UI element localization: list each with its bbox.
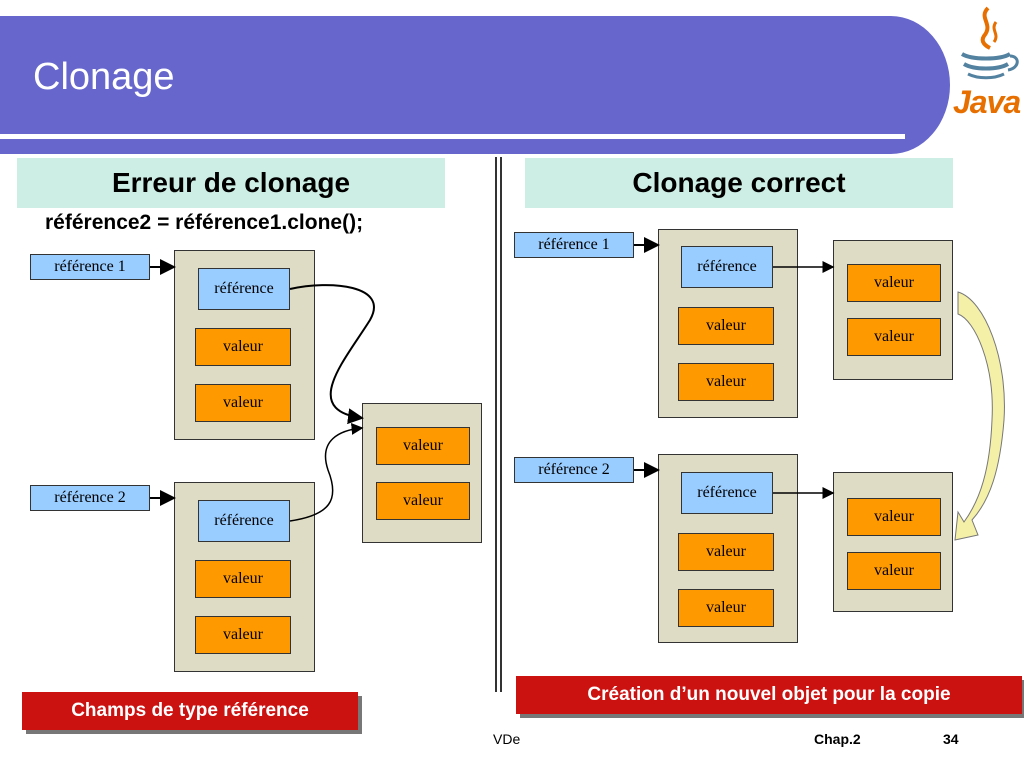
right-obj2-value-1: valeur xyxy=(678,533,774,571)
left-reference-2: référence 2 xyxy=(30,485,150,511)
right-target2-value-1: valeur xyxy=(847,498,941,536)
left-heading: Erreur de clonage xyxy=(17,158,445,208)
java-logo-text: Java xyxy=(953,84,1021,120)
copy-curve-arrow xyxy=(954,291,1005,541)
left-obj1-value-2: valeur xyxy=(195,384,291,422)
slide-title: Clonage xyxy=(33,56,175,98)
left-shared-value-2: valeur xyxy=(376,482,470,520)
java-logo xyxy=(960,6,1019,80)
left-obj2-value-2: valeur xyxy=(195,616,291,654)
column-divider-b xyxy=(500,157,502,692)
left-obj2-reference-field: référence xyxy=(198,500,290,542)
right-obj2-value-2: valeur xyxy=(678,589,774,627)
left-caption: Champs de type référence xyxy=(22,692,358,730)
column-divider-a xyxy=(495,157,497,692)
right-target-object-1 xyxy=(833,240,953,380)
footer-author: VDe xyxy=(493,731,521,747)
right-reference-2: référence 2 xyxy=(514,457,634,483)
left-obj2-value-1: valeur xyxy=(195,560,291,598)
footer-chapter: Chap.2 xyxy=(814,731,861,747)
left-obj2-link xyxy=(289,422,364,522)
right-caption: Création d’un nouvel objet pour la copie xyxy=(516,676,1022,714)
left-obj1-reference-field: référence xyxy=(198,268,290,310)
right-target1-value-2: valeur xyxy=(847,318,941,356)
right-target1-value-1: valeur xyxy=(847,264,941,302)
left-obj1-value-1: valeur xyxy=(195,328,291,366)
title-underline xyxy=(0,134,905,139)
right-obj1-reference-field: référence xyxy=(681,246,773,288)
right-target2-value-2: valeur xyxy=(847,552,941,590)
footer-page-number: 34 xyxy=(943,731,959,747)
left-reference-1: référence 1 xyxy=(30,254,150,280)
title-banner xyxy=(0,16,950,154)
right-heading: Clonage correct xyxy=(525,158,953,208)
right-obj1-value-2: valeur xyxy=(678,363,774,401)
right-reference-1: référence 1 xyxy=(514,232,634,258)
left-obj1-link xyxy=(289,284,375,425)
right-obj2-reference-field: référence xyxy=(681,472,773,514)
clone-code-line: référence2 = référence1.clone(); xyxy=(45,211,364,234)
left-shared-value-1: valeur xyxy=(376,427,470,465)
right-obj1-value-1: valeur xyxy=(678,307,774,345)
